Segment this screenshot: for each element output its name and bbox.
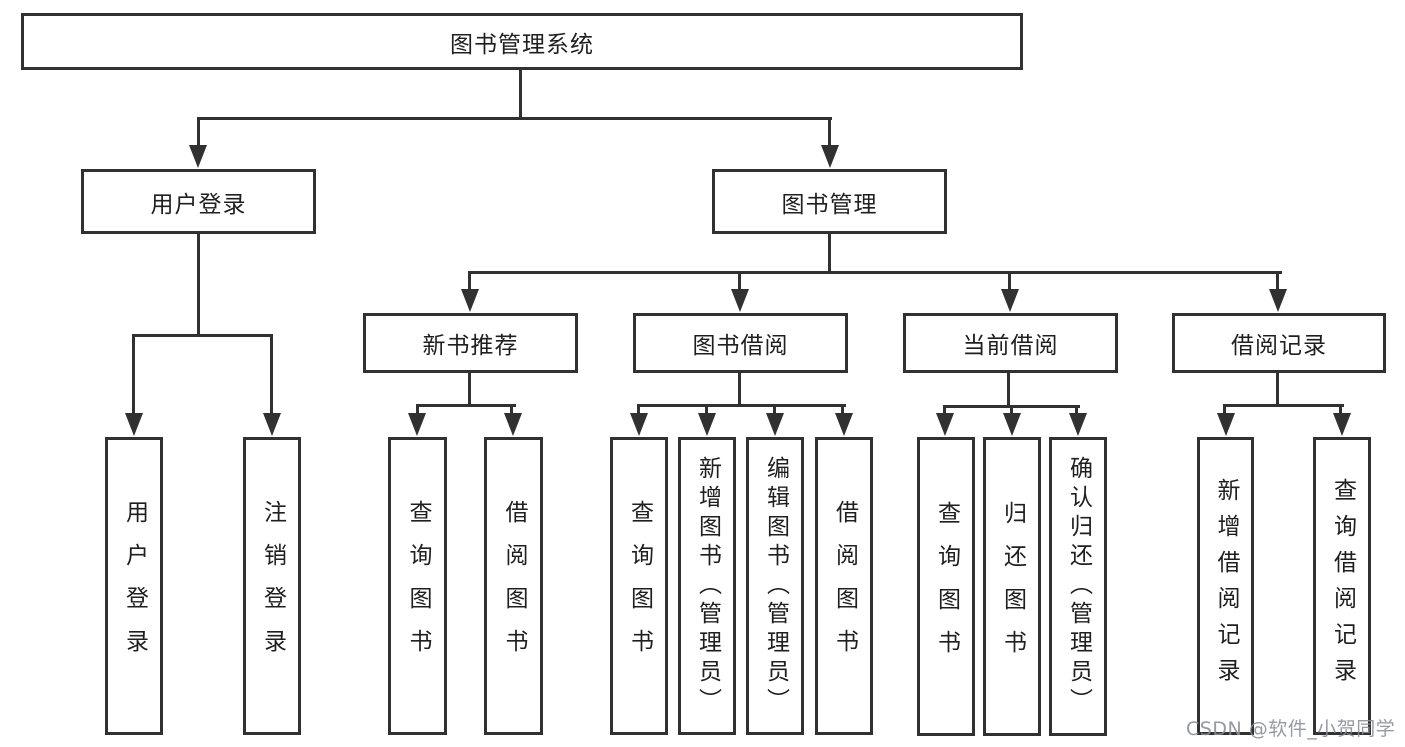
csdn-watermark: CSDN @软件_小贺同学 xyxy=(1186,718,1396,740)
leaf-current-confirm-return-admin: 确认归还（管理员） xyxy=(1049,437,1107,736)
edge-line xyxy=(637,404,640,416)
leaf-label: 查询图书 xyxy=(933,500,960,673)
arrowhead-down-icon xyxy=(1003,413,1021,436)
leaf-label: 查询图书 xyxy=(626,500,653,672)
edge-line xyxy=(773,404,776,416)
leaf-newbook-query-books: 查询图书 xyxy=(388,437,447,735)
edge-line xyxy=(1276,373,1279,405)
edge-line xyxy=(637,404,846,407)
edge-line xyxy=(519,69,522,118)
arrowhead-down-icon xyxy=(189,145,207,168)
leaf-label: 用户登录 xyxy=(121,500,148,672)
edge-line xyxy=(270,334,273,414)
node-borrowing-records: 借阅记录 xyxy=(1172,313,1386,373)
arrowhead-down-icon xyxy=(461,289,479,312)
leaf-label: 确认归还（管理员） xyxy=(1065,456,1092,717)
arrowhead-down-icon xyxy=(698,413,716,436)
node-label: 图书管理 xyxy=(781,191,878,218)
node-label: 图书借阅 xyxy=(692,333,789,359)
edge-line xyxy=(197,117,832,120)
node-library-management-system: 图书管理系统 xyxy=(21,13,1023,70)
edge-line xyxy=(197,117,200,148)
edge-line xyxy=(1008,271,1011,291)
edge-line xyxy=(416,404,419,416)
arrowhead-down-icon xyxy=(936,413,954,436)
node-current-borrowing: 当前借阅 xyxy=(903,313,1118,373)
edge-line xyxy=(468,271,471,291)
leaf-label: 借阅图书 xyxy=(831,500,858,672)
leaf-borrowing-edit-books-admin: 编辑图书（管理员） xyxy=(746,437,804,735)
leaf-label: 借阅图书 xyxy=(501,500,527,672)
arrowhead-down-icon xyxy=(504,413,522,436)
leaf-borrowing-query-books: 查询图书 xyxy=(610,437,668,735)
leaf-newbook-borrow-books: 借阅图书 xyxy=(484,437,543,735)
leaf-label: 查询图书 xyxy=(405,500,431,672)
arrowhead-down-icon xyxy=(630,413,648,436)
edge-line xyxy=(1276,271,1279,291)
arrowhead-down-icon xyxy=(766,413,784,436)
arrowhead-down-icon xyxy=(408,413,426,436)
arrowhead-down-icon xyxy=(1269,289,1287,312)
node-label: 用户登录 xyxy=(150,191,247,218)
edge-line xyxy=(738,271,741,291)
arrowhead-down-icon xyxy=(1333,413,1351,436)
leaf-logout-login: 注销登录 xyxy=(243,437,301,735)
leaf-records-add-borrow-record: 新增借阅记录 xyxy=(1197,437,1254,735)
edge-line xyxy=(1075,405,1078,416)
leaf-label: 归还图书 xyxy=(999,500,1026,673)
leaf-borrowing-add-books-admin: 新增图书（管理员） xyxy=(678,437,736,735)
edge-line xyxy=(943,405,946,416)
edge-line xyxy=(416,404,516,407)
edge-line xyxy=(1010,405,1013,416)
edge-line xyxy=(705,404,708,416)
arrowhead-down-icon xyxy=(1069,413,1087,436)
leaf-label: 注销登录 xyxy=(259,500,286,672)
edge-line xyxy=(841,404,844,416)
node-book-management: 图书管理 xyxy=(712,169,947,234)
arrowhead-down-icon xyxy=(1001,289,1019,312)
leaf-current-return-books: 归还图书 xyxy=(983,437,1041,736)
edge-line xyxy=(132,334,135,414)
arrowhead-down-icon xyxy=(731,289,749,312)
leaf-label: 编辑图书（管理员） xyxy=(762,455,789,717)
edge-line xyxy=(1223,404,1344,407)
leaf-label: 新增图书（管理员） xyxy=(694,455,721,717)
edge-line xyxy=(1007,373,1010,406)
node-new-book-recommend: 新书推荐 xyxy=(363,313,578,373)
arrowhead-down-icon xyxy=(125,413,143,436)
edge-line xyxy=(197,234,200,335)
leaf-label: 新增借阅记录 xyxy=(1213,478,1239,694)
leaf-current-query-books: 查询图书 xyxy=(917,437,975,736)
edge-line xyxy=(828,117,831,148)
leaf-records-query-borrow-record: 查询借阅记录 xyxy=(1313,437,1371,735)
edge-line xyxy=(468,271,1282,274)
arrowhead-down-icon xyxy=(263,413,281,436)
node-label: 图书管理系统 xyxy=(450,31,594,58)
arrowhead-down-icon xyxy=(1217,413,1235,436)
leaf-label: 查询借阅记录 xyxy=(1329,478,1356,694)
node-label: 新书推荐 xyxy=(422,333,519,359)
leaf-user-login: 用户登录 xyxy=(105,437,163,735)
edge-line xyxy=(1223,404,1226,416)
edge-line xyxy=(468,373,471,405)
arrowhead-down-icon xyxy=(821,145,839,168)
leaf-borrowing-borrow-books: 借阅图书 xyxy=(815,437,873,735)
node-label: 借阅记录 xyxy=(1231,333,1327,359)
node-label: 当前借阅 xyxy=(962,333,1059,359)
node-book-borrowing: 图书借阅 xyxy=(633,313,848,373)
arrowhead-down-icon xyxy=(835,413,853,436)
edge-line xyxy=(510,404,513,416)
edge-line xyxy=(132,334,273,337)
edge-line xyxy=(828,233,831,272)
edge-line xyxy=(738,373,741,405)
node-user-login: 用户登录 xyxy=(81,169,316,234)
edge-line xyxy=(1339,404,1342,416)
